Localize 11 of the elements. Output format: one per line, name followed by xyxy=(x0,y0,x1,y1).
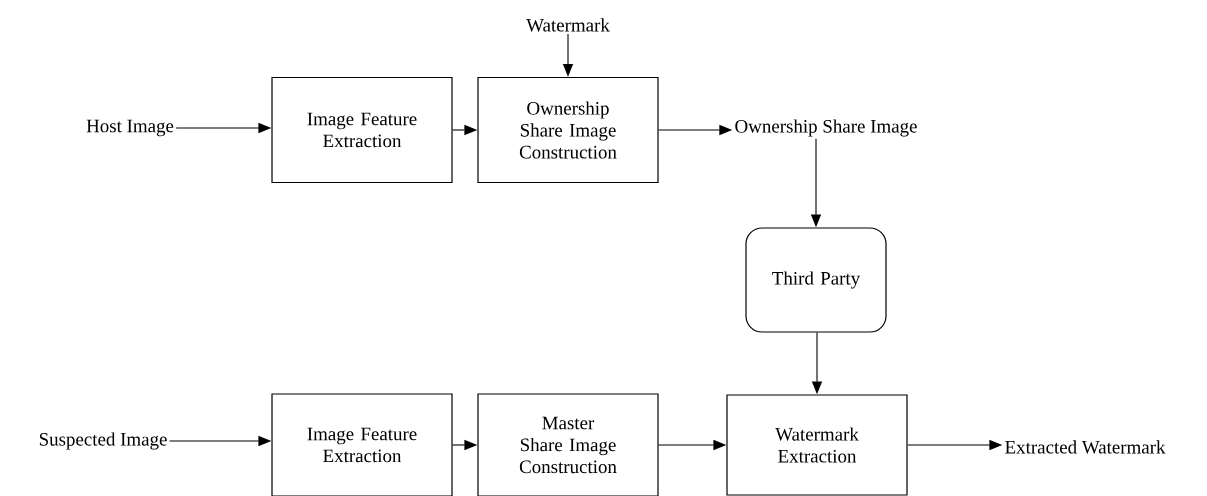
process-box: Master Share Image Construction xyxy=(477,393,659,496)
text-label: Watermark xyxy=(526,18,610,32)
text-label: Extracted Watermark xyxy=(1005,440,1166,454)
text-label: Ownership Share Image xyxy=(735,119,917,137)
process-box: Watermark Extraction xyxy=(726,394,908,496)
process-box: Image Feature Extraction xyxy=(271,76,453,184)
text-label: Host Image xyxy=(86,119,174,137)
process-box: Ownership Share Image Construction xyxy=(477,76,659,184)
rounded-box: Third Party xyxy=(745,227,887,333)
process-box: Image Feature Extraction xyxy=(271,393,453,496)
text-label: Suspected Image xyxy=(39,432,167,450)
